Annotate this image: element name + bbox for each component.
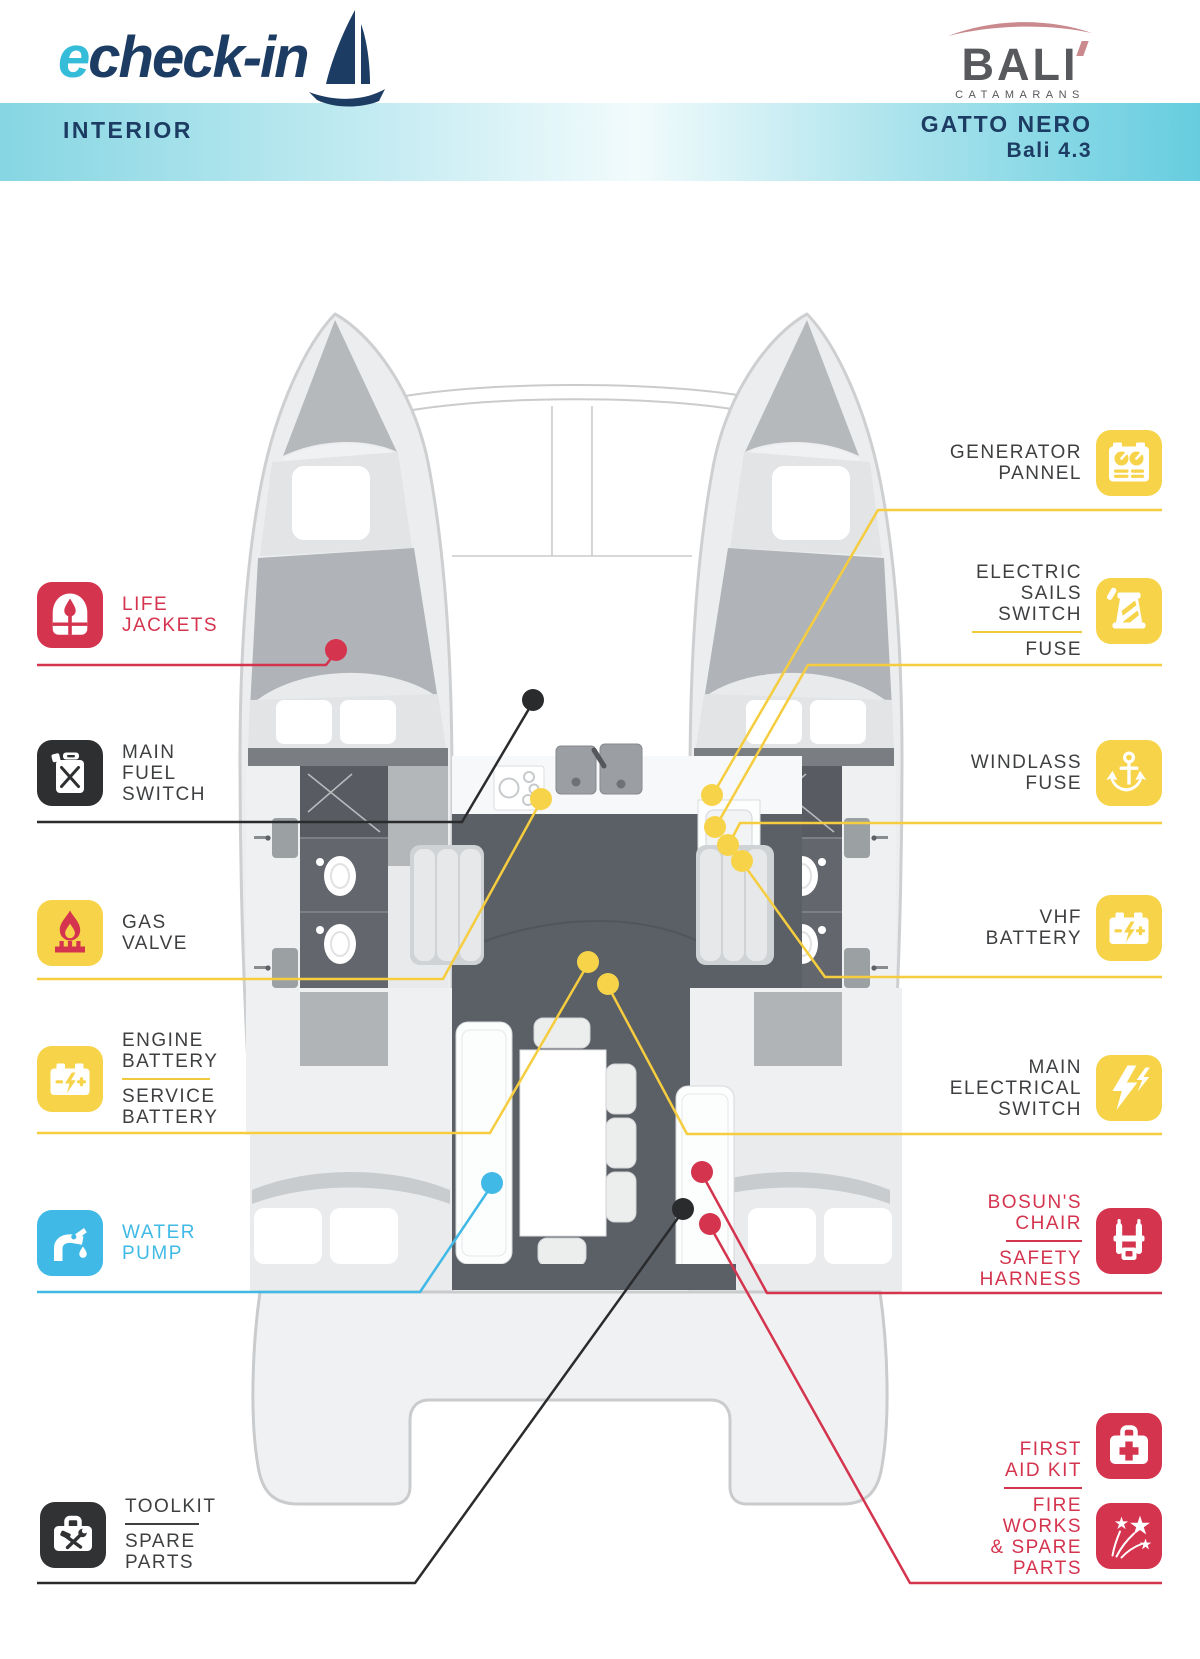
- callout-label: GENERATOR PANNEL: [949, 442, 1082, 484]
- boat-identity: GATTO NERO Bali 4.3: [921, 111, 1092, 164]
- bosun-chair-icon: [1096, 1208, 1162, 1274]
- brand-name: BALI: [944, 41, 1096, 87]
- dining-area: [455, 1017, 735, 1287]
- saloon: [410, 743, 802, 1290]
- callout-label: ENGINE BATTERY: [122, 1030, 219, 1072]
- callout-label: TOOLKIT: [125, 1496, 217, 1517]
- section-title: INTERIOR: [63, 117, 193, 143]
- callout-label: GAS VALVE: [122, 912, 188, 954]
- generator-panel-icon: [1096, 430, 1162, 496]
- toolkit-line: [37, 1210, 685, 1585]
- batteries-line: [37, 963, 590, 1135]
- flame-icon: [37, 900, 103, 966]
- toolkit-dot: [672, 1198, 694, 1220]
- galley-sink: [555, 743, 643, 795]
- callout-label: VHF BATTERY: [985, 907, 1082, 949]
- logo-e: e: [58, 25, 90, 90]
- water-pump-dot: [481, 1172, 503, 1194]
- first-aid-icon: [1096, 1413, 1162, 1479]
- main-fuel-line: [37, 701, 535, 824]
- callout-life-jackets: LIFE JACKETS: [37, 582, 218, 648]
- toolbox-icon: [40, 1501, 106, 1568]
- generator-line: [710, 508, 1162, 797]
- bosuns-line: [700, 1173, 1162, 1295]
- callout-label: WINDLASS FUSE: [970, 752, 1082, 794]
- callout-label: MAIN ELECTRICAL SWITCH: [949, 1056, 1082, 1120]
- callout-first-aid: FIRST AID KIT FIRE WORKS & SPARE PARTS: [991, 1413, 1162, 1579]
- gas-valve-dot: [530, 788, 552, 810]
- electric-sails-line: [713, 663, 1162, 829]
- battery-icon: [1096, 895, 1162, 961]
- electric-sails-dot: [704, 816, 726, 838]
- gas-valve-line: [37, 800, 543, 981]
- callout-label: BOSUN'S CHAIR: [987, 1192, 1082, 1234]
- callout-label: FIRST AID KIT: [1004, 1439, 1082, 1481]
- callout-bosuns-chair: BOSUN'S CHAIR SAFETY HARNESS: [980, 1192, 1162, 1290]
- bali-arc: [948, 22, 1092, 36]
- bali-logo: BALI CATAMARANS: [944, 14, 1096, 101]
- main-fuel-dot: [522, 689, 544, 711]
- label-divider: [122, 1078, 210, 1080]
- logo-rest: check-in: [88, 25, 309, 90]
- brand-subtitle: CATAMARANS: [955, 89, 1085, 101]
- generator-dot: [701, 784, 723, 806]
- echeckin-logo: echeck-in: [58, 24, 310, 91]
- callout-label: FUSE: [1025, 639, 1082, 660]
- main-electrical-line: [606, 985, 1162, 1136]
- callout-lines: [37, 508, 1162, 1585]
- header: echeck-in INTERIOR BALI CATAMARANS GATTO…: [0, 0, 1200, 190]
- callout-toolkit: TOOLKIT SPARE PARTS: [40, 1496, 216, 1573]
- life-jackets-dot: [325, 639, 347, 661]
- callout-label: SPARE PARTS: [125, 1531, 196, 1573]
- first-aid-line: [708, 1225, 1162, 1585]
- callout-label: FIRE WORKS & SPARE PARTS: [990, 1495, 1082, 1579]
- label-divider: [972, 631, 1082, 633]
- callout-label: LIFE JACKETS: [122, 594, 219, 636]
- bosuns-dot: [691, 1161, 713, 1183]
- fireworks-icon: [1096, 1503, 1162, 1569]
- lightning-icon: [1096, 1055, 1162, 1121]
- vhf-line: [740, 861, 1162, 979]
- callout-main-fuel-switch: MAIN FUEL SWITCH: [37, 740, 206, 806]
- callout-main-electrical: MAIN ELECTRICAL SWITCH: [950, 1055, 1162, 1121]
- callout-batteries: ENGINE BATTERY SERVICE BATTERY: [37, 1030, 218, 1128]
- callout-generator-pannel: GENERATOR PANNEL: [950, 430, 1162, 496]
- settee-cushions: [410, 845, 774, 965]
- callout-water-pump: WATER PUMP: [37, 1210, 196, 1276]
- fuel-can-icon: [37, 740, 103, 806]
- callout-label: SAFETY HARNESS: [979, 1248, 1082, 1290]
- callout-vhf-battery: VHF BATTERY: [986, 895, 1162, 961]
- callout-label: WATER PUMP: [122, 1222, 196, 1264]
- callout-label: SERVICE BATTERY: [122, 1086, 219, 1128]
- main-electrical-dot: [597, 973, 619, 995]
- vhf-dot: [731, 850, 753, 872]
- boat-name: GATTO NERO: [920, 111, 1092, 137]
- battery-icon: [37, 1046, 103, 1112]
- port-hull: [238, 312, 454, 1294]
- dining-table: [519, 1049, 607, 1237]
- first-aid-dot: [699, 1213, 721, 1235]
- callout-electric-sails: ELECTRIC SAILS SWITCH FUSE: [972, 562, 1162, 660]
- anchor-icon: [1096, 740, 1162, 806]
- faucet-icon: [37, 1210, 103, 1276]
- label-divider: [125, 1523, 199, 1525]
- callout-label: ELECTRIC SAILS SWITCH: [976, 562, 1082, 625]
- boat-model: Bali 4.3: [1006, 139, 1092, 162]
- water-pump-line: [37, 1184, 494, 1294]
- stern-platform: [251, 1290, 889, 1506]
- sailboat-icon: [293, 8, 397, 117]
- winch-icon: [1096, 578, 1162, 644]
- windlass-dot: [717, 834, 739, 856]
- callout-windlass-fuse: WINDLASS FUSE: [971, 740, 1162, 806]
- callout-label: MAIN FUEL SWITCH: [122, 741, 206, 805]
- life-jacket-icon: [37, 582, 103, 648]
- callout-gas-valve: GAS VALVE: [37, 900, 188, 966]
- label-divider: [1006, 1240, 1082, 1242]
- header-band: [0, 103, 1200, 181]
- label-divider: [1004, 1487, 1082, 1489]
- batteries-dot: [577, 951, 599, 973]
- callout-dots: [325, 639, 753, 1235]
